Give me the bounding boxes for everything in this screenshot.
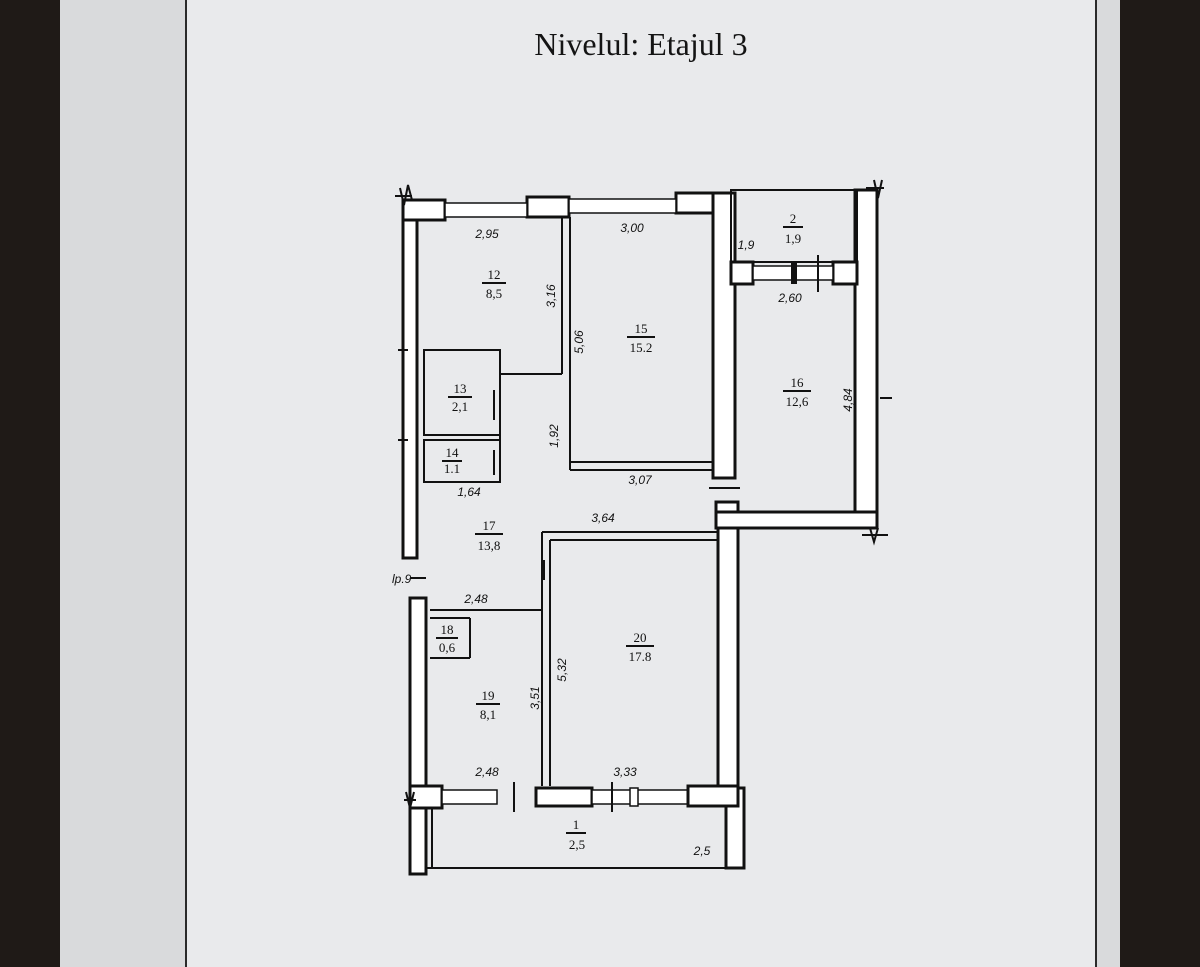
room-1-number: 1 <box>573 817 580 832</box>
dim-3-64: 3,64 <box>591 511 615 525</box>
room-label-20: 20 17.8 <box>626 630 654 664</box>
wall-right <box>853 188 879 530</box>
entrance-marker: lp.9 <box>392 572 412 586</box>
room-15-area: 15.2 <box>630 340 653 355</box>
dim-3-07: 3,07 <box>628 473 653 487</box>
room-13-area: 2,1 <box>452 399 468 414</box>
room-2-number: 2 <box>790 211 797 226</box>
dim-3-16: 3,16 <box>544 284 558 308</box>
room-label-13: 13 2,1 <box>448 381 472 414</box>
room-12-number: 12 <box>488 267 501 282</box>
wall-top-pier <box>525 195 571 219</box>
wall-bottom-left <box>408 784 444 810</box>
break-mark-top-left <box>395 184 413 206</box>
dim-5-32: 5,32 <box>555 658 569 682</box>
room-label-17: 17 13,8 <box>475 518 503 553</box>
window-bottom-2 <box>591 789 689 805</box>
room-19-area: 8,1 <box>480 707 496 722</box>
room-label-15: 15 15.2 <box>627 321 655 355</box>
room-19-number: 19 <box>482 688 495 703</box>
break-mark-bottom-left <box>404 791 416 809</box>
room-18-area: 0,6 <box>439 640 456 655</box>
page-title: Nivelul: Etajul 3 <box>534 26 748 62</box>
wall-bottom-pier <box>534 786 594 808</box>
dim-3-51: 3,51 <box>528 686 542 709</box>
dim-2-48-bottom: 2,48 <box>474 765 499 779</box>
dim-5-06: 5,06 <box>572 330 586 354</box>
room-18-number: 18 <box>441 622 454 637</box>
paper-sheet <box>185 0 1097 967</box>
dim-4-84: 4,84 <box>841 388 855 412</box>
break-mark-top-right <box>866 179 884 199</box>
window-bottom-1 <box>441 789 498 805</box>
dim-2-48-top: 2,48 <box>463 592 488 606</box>
dim-1-9: 1,9 <box>738 238 755 252</box>
window-top-1 <box>444 202 528 218</box>
balcony-2-mullion <box>791 262 797 284</box>
room-14-area: 1.1 <box>444 461 460 476</box>
wall-top-left <box>401 198 447 222</box>
wall-balcony-right <box>831 260 859 286</box>
break-mark-bottom-right <box>862 527 888 546</box>
wall-left-upper <box>401 198 419 560</box>
dim-1-64: 1,64 <box>457 485 481 499</box>
room-label-14: 14 1.1 <box>442 445 462 476</box>
room-label-18: 18 0,6 <box>436 622 458 655</box>
room-20-area: 17.8 <box>629 649 652 664</box>
wall-bottom-right <box>686 784 740 808</box>
dim-2-5: 2,5 <box>693 844 711 858</box>
wall-balcony-left <box>729 260 755 286</box>
room-label-19: 19 8,1 <box>476 688 500 722</box>
room-label-2: 2 1,9 <box>783 211 803 246</box>
dim-2-95: 2,95 <box>474 227 499 241</box>
room-12-area: 8,5 <box>486 286 502 301</box>
dim-3-33: 3,33 <box>613 765 637 779</box>
window-top-2 <box>568 198 677 214</box>
dim-2-60: 2,60 <box>777 291 802 305</box>
wall-room16-bottom <box>714 510 879 530</box>
vent-bottom <box>629 787 639 807</box>
room-17-area: 13,8 <box>478 538 501 553</box>
room-label-12: 12 8,5 <box>482 267 506 301</box>
room-16-area: 12,6 <box>786 394 809 409</box>
room-label-1: 1 2,5 <box>566 817 586 852</box>
room-2-area: 1,9 <box>785 231 801 246</box>
room-1-area: 2,5 <box>569 837 585 852</box>
wall-ticks-left <box>398 349 408 441</box>
room-14-number: 14 <box>446 445 460 460</box>
room-20-number: 20 <box>634 630 647 645</box>
room-17-number: 17 <box>483 518 497 533</box>
room-16-number: 16 <box>791 375 805 390</box>
dim-1-92: 1,92 <box>547 424 561 448</box>
room-15-number: 15 <box>635 321 648 336</box>
room-label-16: 16 12,6 <box>783 375 811 409</box>
wall-left-lower <box>408 596 428 876</box>
wall-room20-right <box>716 526 740 790</box>
dim-3-00: 3,00 <box>620 221 644 235</box>
room-13-number: 13 <box>454 381 467 396</box>
